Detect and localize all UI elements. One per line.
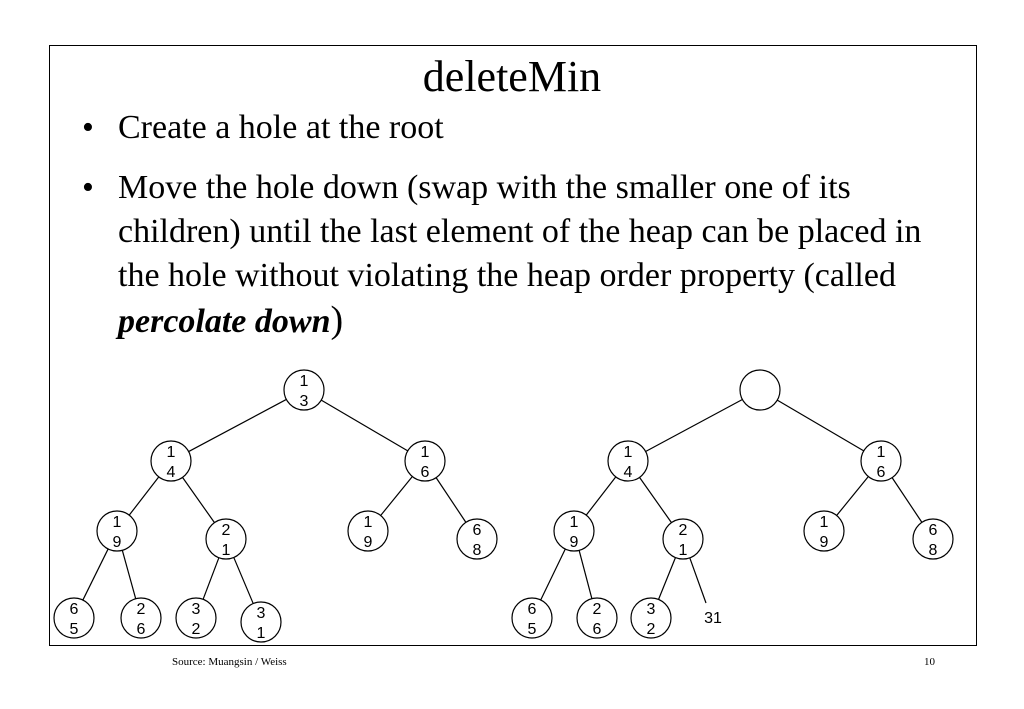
tree-edge: [188, 398, 287, 453]
hole-node: [739, 369, 781, 411]
tree-edge: [82, 548, 109, 601]
tree-edge: [891, 477, 923, 523]
tree-edge: [320, 399, 409, 452]
tree-edge: [776, 399, 865, 452]
heap-node: [553, 510, 595, 552]
tree-edge: [540, 548, 566, 601]
tree-edge: [578, 550, 593, 599]
tree-edge: [380, 476, 413, 516]
page-number: 10: [924, 656, 935, 668]
heap-node: [607, 440, 649, 482]
heap-node: [240, 601, 282, 643]
tree-edge: [182, 476, 215, 524]
bullet-term: percolate down: [118, 303, 331, 340]
heap-node: [860, 440, 902, 482]
heap-node: [347, 510, 389, 552]
tree-edge: [657, 557, 677, 600]
pending-value-label: 31: [704, 610, 722, 627]
heap-node: [803, 510, 845, 552]
bullet-list: • Create a hole at the root • Move the h…: [76, 106, 956, 360]
bullet-text: Move the hole down (swap with the smalle…: [118, 169, 922, 294]
heap-node: [630, 597, 672, 639]
heap-node: [662, 518, 704, 560]
tree-edge: [689, 557, 707, 604]
tree-edge: [435, 477, 467, 523]
footer-source: Source: Muangsin / Weiss: [172, 656, 287, 668]
heap-node: [283, 369, 325, 411]
slide-title: deleteMin: [422, 52, 602, 101]
heap-node: [175, 597, 217, 639]
bullet-tail: ): [330, 299, 344, 341]
tree-edge: [639, 476, 672, 524]
bullet-marker: •: [82, 169, 94, 206]
tree-edge: [645, 398, 743, 453]
bullet-item: • Move the hole down (swap with the smal…: [76, 166, 956, 344]
heap-node: [576, 597, 618, 639]
heap-node: [120, 597, 162, 639]
tree-edge: [585, 476, 617, 516]
heap-node: [456, 518, 498, 560]
tree-edge: [121, 550, 137, 599]
heap-node: [511, 597, 553, 639]
heap-node: [912, 518, 954, 560]
tree-edge: [128, 476, 160, 516]
slide-frame: [49, 45, 977, 646]
bullet-text: Create a hole at the root: [118, 109, 444, 146]
heap-node: [205, 518, 247, 560]
tree-edge: [202, 557, 220, 600]
tree-edge: [836, 476, 869, 516]
heap-node: [404, 440, 446, 482]
tree-edge: [233, 557, 254, 604]
heap-node: [53, 597, 95, 639]
heap-node: [96, 510, 138, 552]
heap-node: [150, 440, 192, 482]
bullet-item: • Create a hole at the root: [76, 106, 956, 150]
bullet-marker: •: [82, 109, 94, 146]
